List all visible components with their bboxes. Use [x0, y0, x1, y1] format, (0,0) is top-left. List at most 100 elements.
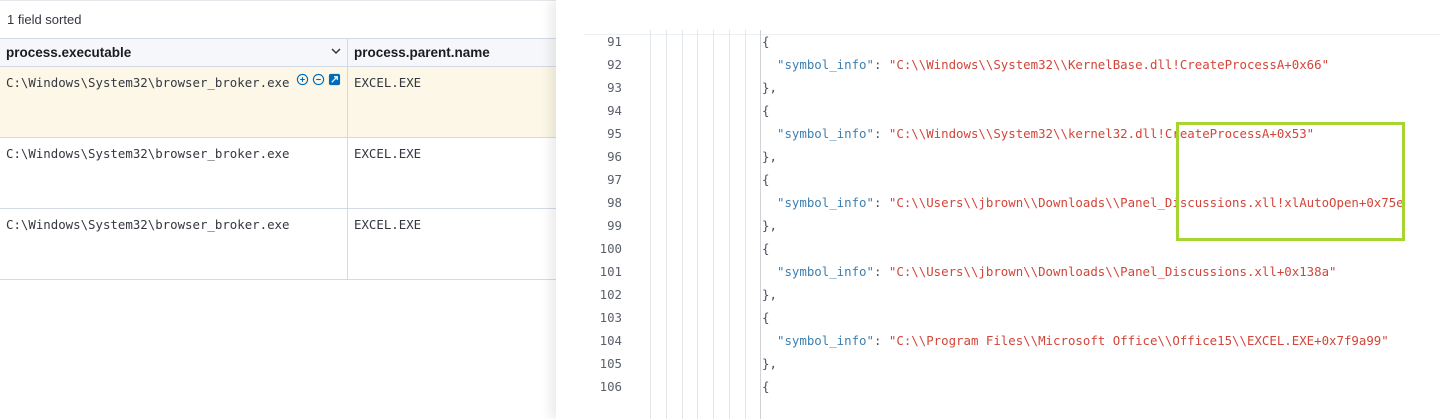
code-line: 94 {	[556, 99, 1440, 122]
line-number: 96	[607, 149, 622, 164]
annotation-highlight-box	[1176, 122, 1405, 241]
zoom-out-icon[interactable]	[312, 73, 325, 86]
indent-guide	[713, 30, 714, 419]
code-line: 105 },	[556, 352, 1440, 375]
line-number: 98	[607, 195, 622, 210]
code-line: 100 {	[556, 237, 1440, 260]
code-line: 104 "symbol_info": "C:\\Program Files\\M…	[556, 329, 1440, 352]
json-separator: :	[873, 57, 889, 72]
line-number: 94	[607, 103, 622, 118]
code-line: 103 {	[556, 306, 1440, 329]
indent-guide	[666, 30, 667, 419]
cell-value: C:\Windows\System32\browser_broker.exe	[6, 146, 290, 161]
json-separator: :	[873, 195, 889, 210]
code-line: 91 {	[556, 30, 1440, 53]
line-number: 101	[599, 264, 622, 279]
json-code-viewer[interactable]: 91 { 92 "symbol_info": "C:\\Windows\\Sys…	[556, 0, 1440, 419]
json-key: "symbol_info"	[777, 126, 874, 141]
json-string-value: "C:\\Windows\\System32\\KernelBase.dll!C…	[888, 57, 1330, 72]
json-string-value: "C:\\Users\\jbrown\\Downloads\\Panel_Dis…	[888, 264, 1337, 279]
code-divider	[584, 34, 1440, 35]
code-line: 96 },	[556, 145, 1440, 168]
json-string-value: "C:\\Users\\jbrown\\Downloads\\Panel_Dis…	[888, 195, 1404, 210]
column-header-process-executable[interactable]: process.executable	[0, 39, 348, 66]
code-line: 97 {	[556, 168, 1440, 191]
expand-icon[interactable]	[328, 73, 341, 86]
table-row[interactable]: C:\Windows\System32\browser_broker.exe E…	[0, 209, 556, 280]
code-line: 106 {	[556, 375, 1440, 398]
cell-actions	[296, 73, 341, 86]
code-text: "symbol_info": "C:\\Program Files\\Micro…	[777, 329, 1389, 352]
data-grid: 1 field sorted process.executable proces…	[0, 0, 556, 419]
indent-guide	[650, 30, 651, 419]
indent-guide	[729, 30, 730, 419]
code-text: },	[762, 218, 777, 233]
code-text: },	[762, 80, 777, 95]
grid-body: C:\Windows\System32\browser_broker.exe	[0, 67, 556, 280]
code-line: 93 },	[556, 76, 1440, 99]
column-header-label: process.parent.name	[354, 45, 490, 60]
cell-process-executable[interactable]: C:\Windows\System32\browser_broker.exe	[0, 138, 348, 208]
cell-process-executable[interactable]: C:\Windows\System32\browser_broker.exe	[0, 209, 348, 279]
code-line: 101 "symbol_info": "C:\\Users\\jbrown\\D…	[556, 260, 1440, 283]
json-string-value: "C:\\Windows\\System32\\kernel32.dll!Cre…	[888, 126, 1315, 141]
line-number: 103	[599, 310, 622, 325]
column-header-process-parent-name[interactable]: process.parent.name	[348, 39, 556, 66]
indent-guide	[682, 30, 683, 419]
json-separator: :	[873, 333, 889, 348]
json-key: "symbol_info"	[777, 195, 874, 210]
code-text: },	[762, 356, 777, 371]
code-text: "symbol_info": "C:\\Windows\\System32\\K…	[777, 53, 1329, 76]
code-line: 102 },	[556, 283, 1440, 306]
cell-process-parent-name[interactable]: EXCEL.EXE	[348, 209, 556, 279]
line-number: 91	[607, 34, 622, 49]
code-text: },	[762, 287, 777, 302]
code-text: {	[762, 103, 770, 118]
indent-guide	[697, 30, 698, 419]
line-number: 100	[599, 241, 622, 256]
code-line: 95 "symbol_info": "C:\\Windows\\System32…	[556, 122, 1440, 145]
code-text: {	[762, 379, 770, 394]
line-number: 99	[607, 218, 622, 233]
sort-status[interactable]: 1 field sorted	[0, 0, 556, 38]
code-text: {	[762, 172, 770, 187]
cell-process-parent-name[interactable]: EXCEL.EXE	[348, 138, 556, 208]
sort-status-label: 1 field sorted	[7, 12, 82, 27]
code-text: "symbol_info": "C:\\Users\\jbrown\\Downl…	[777, 260, 1337, 283]
line-number: 97	[607, 172, 622, 187]
cell-value: EXCEL.EXE	[354, 146, 422, 161]
cell-value: EXCEL.EXE	[354, 75, 422, 90]
line-number: 92	[607, 57, 622, 72]
json-separator: :	[873, 264, 889, 279]
line-number: 105	[599, 356, 622, 371]
cell-value: C:\Windows\System32\browser_broker.exe	[6, 217, 290, 232]
json-key: "symbol_info"	[777, 57, 874, 72]
zoom-in-icon[interactable]	[296, 73, 309, 86]
line-number: 93	[607, 80, 622, 95]
code-text: {	[762, 241, 770, 256]
table-row[interactable]: C:\Windows\System32\browser_broker.exe E…	[0, 138, 556, 209]
cell-value: EXCEL.EXE	[354, 217, 422, 232]
json-key: "symbol_info"	[777, 333, 874, 348]
cell-process-executable[interactable]: C:\Windows\System32\browser_broker.exe	[0, 67, 348, 137]
indent-guide	[760, 30, 761, 419]
column-header-label: process.executable	[6, 45, 132, 60]
code-line: 99 },	[556, 214, 1440, 237]
line-number: 104	[599, 333, 622, 348]
chevron-down-icon[interactable]	[330, 44, 342, 58]
json-key: "symbol_info"	[777, 264, 874, 279]
code-text: {	[762, 34, 770, 49]
cell-process-parent-name[interactable]: EXCEL.EXE	[348, 67, 556, 137]
code-line: 98 "symbol_info": "C:\\Users\\jbrown\\Do…	[556, 191, 1440, 214]
code-lines: 91 { 92 "symbol_info": "C:\\Windows\\Sys…	[556, 30, 1440, 398]
table-row[interactable]: C:\Windows\System32\browser_broker.exe	[0, 67, 556, 138]
code-line: 92 "symbol_info": "C:\\Windows\\System32…	[556, 53, 1440, 76]
json-separator: :	[873, 126, 889, 141]
code-text: },	[762, 149, 777, 164]
line-number: 95	[607, 126, 622, 141]
grid-header: process.executable process.parent.name	[0, 38, 556, 67]
line-number: 106	[599, 379, 622, 394]
line-number: 102	[599, 287, 622, 302]
code-text: "symbol_info": "C:\\Users\\jbrown\\Downl…	[777, 191, 1404, 214]
indent-guide	[745, 30, 746, 419]
